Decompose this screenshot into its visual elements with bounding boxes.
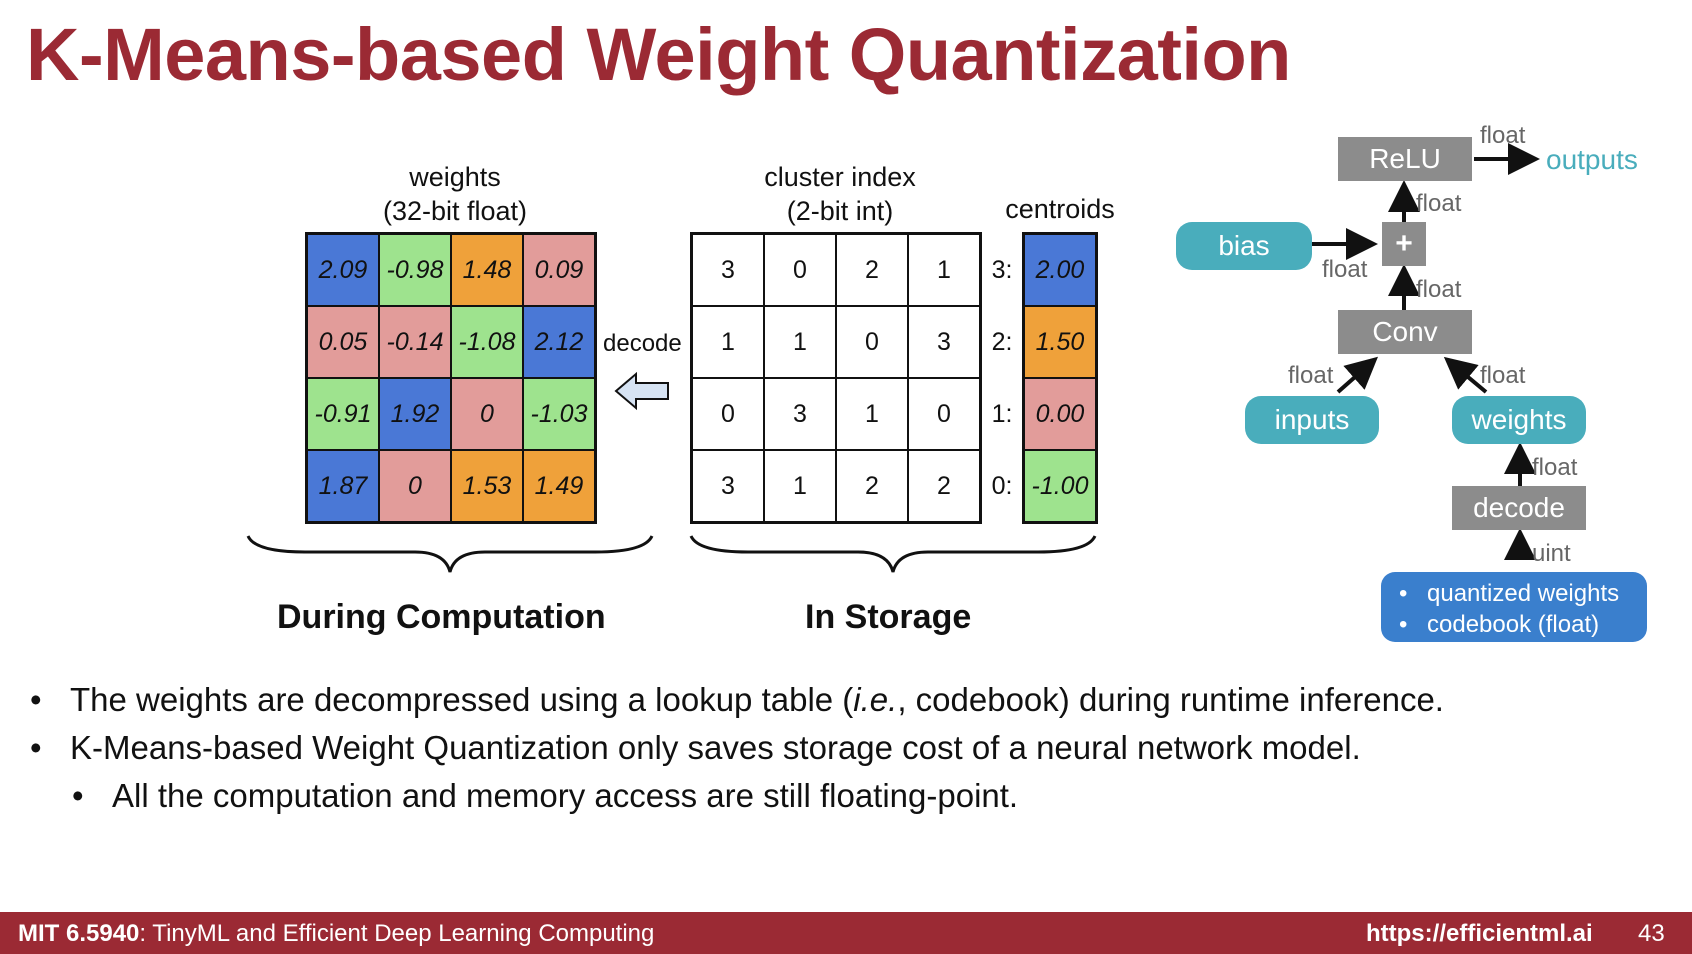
index-cell: 3: [692, 450, 764, 522]
sub-bullet-list: All the computation and memory access ar…: [72, 772, 1018, 820]
centroid-cell: 0.00: [1024, 378, 1096, 450]
weight-cell: 1.92: [379, 378, 451, 450]
index-cell: 2: [908, 450, 980, 522]
weight-cell: 2.12: [523, 306, 595, 378]
weight-cell: 1.48: [451, 234, 523, 306]
weight-cell: -0.14: [379, 306, 451, 378]
index-cell: 1: [764, 450, 836, 522]
in-storage-label: In Storage: [805, 598, 972, 636]
centroid-index: 1:: [991, 399, 1013, 428]
weight-cell: 1.87: [307, 450, 379, 522]
centroid-cell: -1.00: [1024, 450, 1096, 522]
weight-cell: 0.09: [523, 234, 595, 306]
page-number: 43: [1638, 920, 1665, 947]
index-cell: 1: [908, 234, 980, 306]
index-cell: 0: [764, 234, 836, 306]
weight-cell: 0: [379, 450, 451, 522]
centroid-index: 3:: [991, 255, 1013, 284]
weight-cell: -1.08: [451, 306, 523, 378]
weight-cell: -0.98: [379, 234, 451, 306]
quantized-weights-item: quantized weights: [1399, 578, 1647, 609]
weight-cell: 1.49: [523, 450, 595, 522]
bullet-1: The weights are decompressed using a loo…: [30, 676, 1444, 724]
centroid-index: 2:: [991, 327, 1013, 356]
bias-float-label: float: [1322, 256, 1368, 283]
index-cell: 1: [764, 306, 836, 378]
index-cell: 0: [692, 378, 764, 450]
slide-title: K-Means-based Weight Quantization: [26, 13, 1291, 96]
weights-float-label: float: [1480, 362, 1526, 389]
weights-node: weights: [1452, 396, 1586, 444]
centroid-cell: 2.00: [1024, 234, 1096, 306]
weight-cell: -0.91: [307, 378, 379, 450]
decode-arrow-icon: [614, 371, 669, 411]
conv-output-float-label: float: [1416, 276, 1462, 303]
index-cell: 3: [908, 306, 980, 378]
decode-label: decode: [603, 330, 682, 357]
index-cell: 1: [692, 306, 764, 378]
relu-output-float-label: float: [1480, 122, 1526, 149]
bias-node: bias: [1176, 222, 1312, 270]
course-name: MIT 6.5940: TinyML and Efficient Deep Le…: [18, 920, 655, 947]
index-cell: 2: [836, 234, 908, 306]
uint-label: uint: [1532, 540, 1571, 567]
relu-node: ReLU: [1338, 137, 1472, 181]
bullet-3: All the computation and memory access ar…: [72, 772, 1018, 820]
footer-bar: MIT 6.5940: TinyML and Efficient Deep Le…: [0, 912, 1692, 954]
decode-node: decode: [1452, 486, 1586, 530]
weight-cell: 1.53: [451, 450, 523, 522]
dataflow-arrows: [1312, 143, 1540, 560]
weight-cell: -1.03: [523, 378, 595, 450]
index-cell: 3: [692, 234, 764, 306]
course-url: https://efficientml.ai: [1366, 920, 1593, 947]
index-cell: 0: [836, 306, 908, 378]
weight-cell: 0: [451, 378, 523, 450]
index-cell: 3: [764, 378, 836, 450]
computation-brace: [246, 535, 654, 573]
inputs-node: inputs: [1245, 396, 1379, 444]
inputs-float-label: float: [1288, 362, 1334, 389]
index-cell: 1: [836, 378, 908, 450]
outputs-label: outputs: [1546, 144, 1638, 175]
centroid-index-column: 3: 2: 1: 0:: [984, 234, 1020, 522]
codebook-item: codebook (float): [1399, 609, 1647, 640]
decode-output-float-label: float: [1532, 454, 1578, 481]
bullet-list: The weights are decompressed using a loo…: [30, 676, 1444, 772]
during-computation-label: During Computation: [277, 598, 606, 636]
centroid-index: 0:: [991, 471, 1013, 500]
storage-brace: [689, 535, 1097, 573]
weight-cell: 0.05: [307, 306, 379, 378]
cluster-index-label: cluster index (2-bit int): [764, 162, 916, 226]
stored-quantized-data: quantized weights codebook (float): [1381, 572, 1647, 642]
bullet-2: K-Means-based Weight Quantization only s…: [30, 724, 1444, 772]
weight-cell: 2.09: [307, 234, 379, 306]
centroid-cell: 1.50: [1024, 306, 1096, 378]
index-cell: 2: [836, 450, 908, 522]
add-node: +: [1382, 222, 1426, 266]
weights-label: weights (32-bit float): [382, 162, 528, 226]
conv-node: Conv: [1338, 310, 1472, 354]
add-output-float-label: float: [1416, 190, 1462, 217]
centroids-label: centroids: [1005, 194, 1115, 224]
index-cell: 0: [908, 378, 980, 450]
